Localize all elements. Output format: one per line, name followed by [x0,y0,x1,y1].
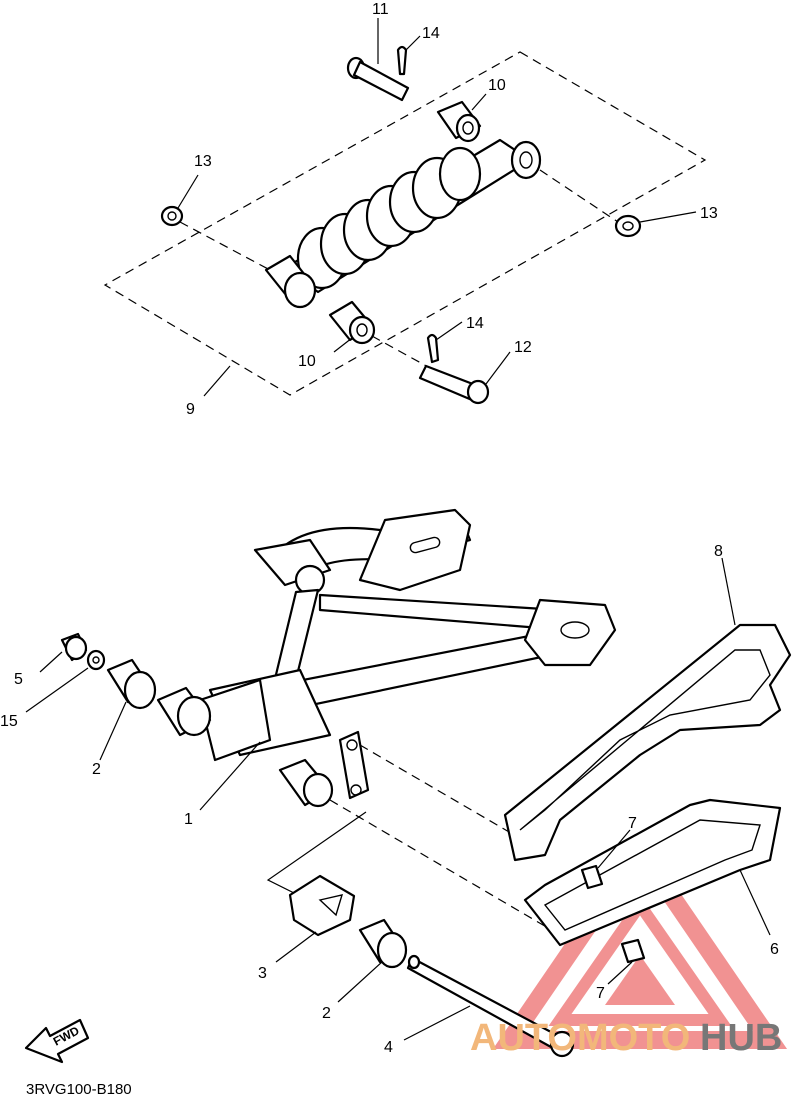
leader-9 [203,365,231,397]
cotter-pin-14-top [396,35,421,76]
label-14-top: 14 [422,25,440,42]
label-6: 6 [770,941,779,958]
fwd-direction-arrow: FWD [24,1018,90,1064]
shock-absorber-body [264,138,542,309]
nut-5 [39,632,88,673]
bolt-7-lower [607,938,646,985]
bolt-7-upper [580,829,631,890]
label-4: 4 [384,1039,393,1056]
label-10-top: 10 [488,77,506,94]
swingarm-assembly [198,508,617,811]
label-3: 3 [258,965,267,982]
watermark-hub: HUB [700,1017,782,1059]
washer-13-left [160,174,271,271]
label-13-left: 13 [194,153,212,170]
label-8: 8 [714,543,723,560]
label-2-lower: 2 [322,1005,331,1022]
watermark-automoto: AUTOMOTO [470,1017,690,1059]
label-15: 15 [0,713,18,730]
label-9: 9 [186,401,195,418]
bushing-2-lower [337,918,408,1003]
bolt-12 [418,351,511,405]
bolt-11 [346,18,410,102]
label-7-lower: 7 [596,985,605,1002]
label-11: 11 [372,1,389,18]
label-14-bottom: 14 [466,315,484,332]
label-5: 5 [14,671,23,688]
bushing-2-upper [99,658,157,761]
label-13-right: 13 [700,205,718,222]
pivot-shaft-4 [403,954,575,1058]
watermark-text: AUTOMOTO HUB [470,1017,782,1059]
watermark-logo-triangle [492,834,788,1049]
label-2-upper: 2 [92,761,101,778]
shock-absorber-group [103,18,707,405]
washer-13-right [539,169,697,238]
collar-3 [275,874,356,963]
bushing-10-bottom [328,300,431,369]
label-1: 1 [184,811,193,828]
bushing-large [156,686,212,737]
part-labels: 11 14 10 13 13 14 12 10 9 8 5 15 2 1 7 6… [0,1,779,1056]
label-7-upper: 7 [628,815,637,832]
label-10-bottom: 10 [298,353,316,370]
bracket-line [266,811,367,897]
washer-15 [25,649,106,713]
bushing-10-top [436,93,487,143]
label-12: 12 [514,339,532,356]
chain-guard-6 [523,798,782,947]
chain-case-8 [503,557,792,862]
drawing-code: 3RVG100-B180 [26,1081,132,1098]
kit-outline-9 [103,51,707,396]
cotter-pin-14-bottom [426,321,463,364]
